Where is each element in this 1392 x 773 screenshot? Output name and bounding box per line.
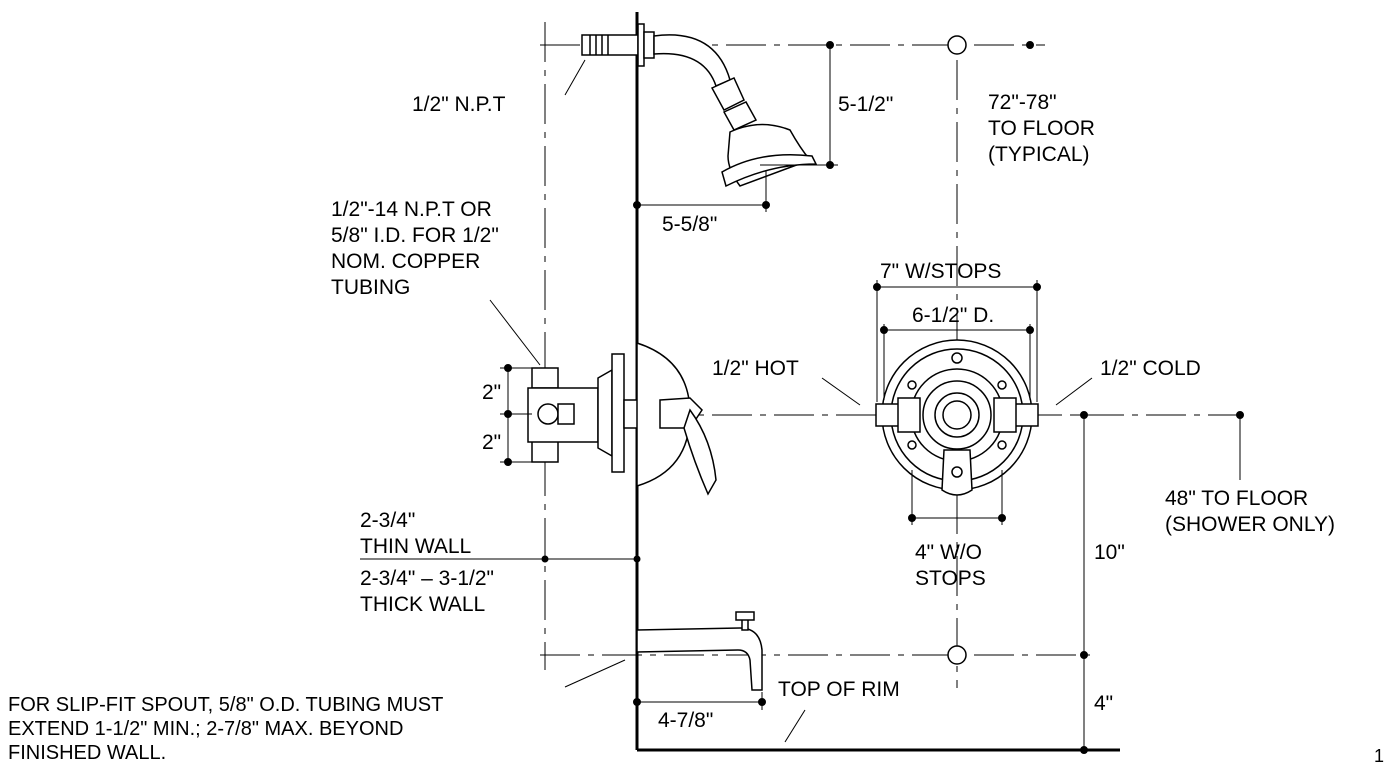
spout-reach-dim: 4-7/8"	[658, 709, 714, 732]
leader-lines	[489, 59, 1093, 743]
tub-spout	[636, 611, 763, 691]
escutcheon-diameter-dim: 6-1/2" D.	[912, 304, 995, 327]
arm-reach-dim: 5-5/8"	[662, 213, 718, 236]
thick-wall-label: 2-3/4" – 3-1/2" THICK WALL	[360, 567, 494, 616]
valve-body-side-view	[527, 341, 717, 496]
thin-wall-label: 2-3/4" THIN WALL	[360, 509, 472, 558]
height-marker-top	[947, 35, 967, 55]
slip-fit-note: FOR SLIP-FIT SPOUT, 5/8" O.D. TUBING MUS…	[8, 694, 444, 764]
shower-only-label: 48" TO FLOOR (SHOWER ONLY)	[1165, 487, 1335, 536]
npt-label: 1/2" N.P.T	[412, 93, 506, 116]
with-stops-dim: 7" W/STOPS	[880, 260, 1002, 283]
upper-2in-dim: 2"	[482, 381, 502, 404]
height-72-78-label: 72"-78" TO FLOOR (TYPICAL)	[988, 91, 1095, 166]
head-drop-dim: 5-1/2"	[838, 93, 894, 116]
lower-2in-dim: 2"	[482, 431, 502, 454]
valve-connection-label: 1/2"-14 N.P.T OR 5/8" I.D. FOR 1/2" NOM.…	[331, 198, 499, 299]
page-number: 1	[1374, 746, 1384, 766]
shower-head	[581, 23, 818, 188]
cold-supply-label: 1/2" COLD	[1100, 357, 1201, 380]
escutcheon-front-view	[875, 339, 1039, 496]
dimension-lines	[500, 41, 1244, 754]
hot-supply-label: 1/2" HOT	[712, 357, 799, 380]
height-marker-bottom	[947, 645, 967, 665]
without-stops-label: 4" W/O STOPS	[915, 541, 986, 590]
four-inch-dim: 4"	[1094, 692, 1114, 715]
ten-inch-dim: 10"	[1094, 541, 1125, 564]
top-of-rim-label: TOP OF RIM	[778, 678, 900, 701]
